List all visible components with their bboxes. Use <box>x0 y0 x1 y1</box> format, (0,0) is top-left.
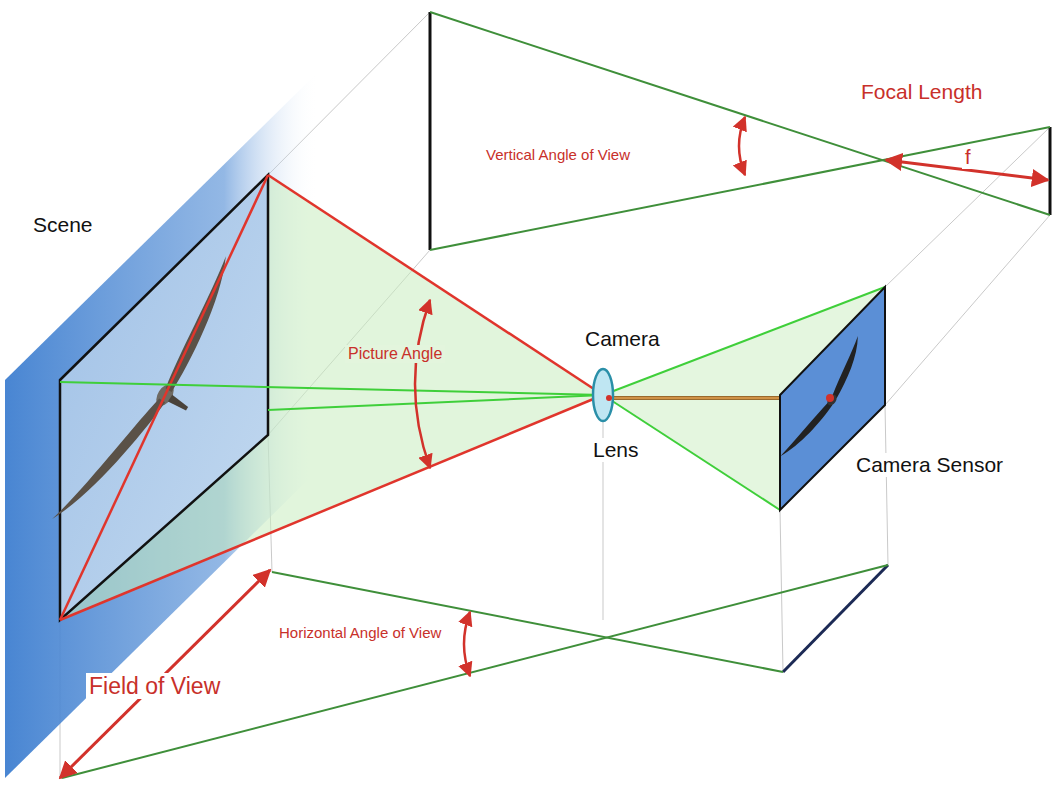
lens-label: Lens <box>590 438 642 462</box>
focal-length-label: Focal Length <box>858 80 985 104</box>
scene-label: Scene <box>30 213 96 237</box>
focal-symbol: f <box>962 146 974 169</box>
field-of-view-label: Field of View <box>86 673 223 699</box>
sensor-label: Camera Sensor <box>853 453 1006 477</box>
angle-label: Horizontal Angle of View <box>276 624 444 641</box>
angle-label: Vertical Angle of View <box>483 146 633 163</box>
camera-label: Camera <box>582 327 663 351</box>
angle-label: Picture Angle <box>345 345 445 363</box>
